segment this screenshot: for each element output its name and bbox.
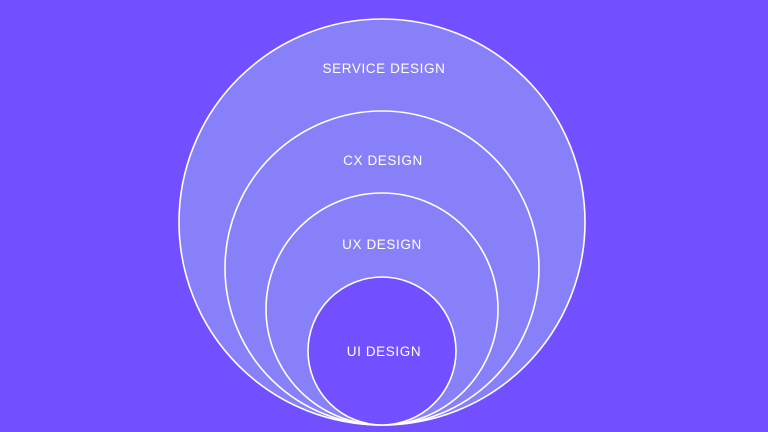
ux-design-label: UX DESIGN [342,237,422,252]
ui-design-circle [307,276,457,426]
cx-design-label: CX DESIGN [343,153,423,168]
service-design-label: SERVICE DESIGN [323,61,446,76]
ui-design-label: UI DESIGN [347,344,421,359]
